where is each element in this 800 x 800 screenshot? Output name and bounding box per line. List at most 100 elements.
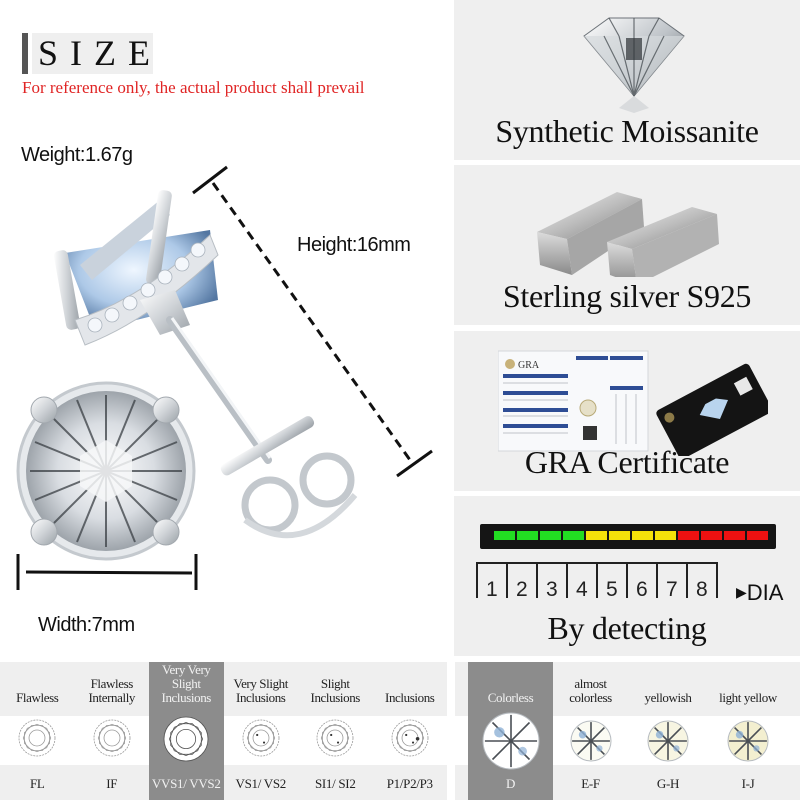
- play-triangle-icon: ▶: [736, 584, 747, 600]
- clarity-grade-column: Very Slight Inclusions VS1/ VS2: [224, 662, 299, 800]
- silver-bars-image: [537, 192, 719, 277]
- earring-side-view: [53, 190, 358, 539]
- reference-disclaimer: For reference only, the actual product s…: [22, 78, 365, 97]
- color-grade-label: yellowish: [644, 690, 692, 705]
- diamond-image: [583, 17, 685, 113]
- clarity-diagram-icon: [163, 716, 209, 767]
- feature-panel-moissanite: Synthetic Moissanite: [454, 0, 800, 160]
- clarity-grade-label: Slight Inclusions: [310, 676, 361, 705]
- scale-cell: 7: [656, 562, 686, 601]
- clarity-grade-label: Very Slight Inclusions: [233, 676, 289, 705]
- clarity-diagram-icon: [242, 719, 280, 762]
- clarity-icon-strip: [0, 716, 447, 765]
- scale-cell: 3: [536, 562, 566, 601]
- tester-segment: [724, 531, 745, 540]
- clarity-diagram-icon: [391, 719, 429, 762]
- gra-certificate-image: GRA: [498, 350, 768, 456]
- clarity-grade-code: SI1/ SI2: [314, 776, 356, 791]
- feature-panel-certificate: GRA GRA Certificate: [454, 331, 800, 491]
- color-grade-code: I-J: [741, 776, 755, 791]
- tester-segment: [517, 531, 538, 540]
- color-grade-column: almost colorless E-F: [553, 662, 628, 800]
- tester-segment: [609, 531, 630, 540]
- clarity-grade-column: Very Very Slight Inclusions VVS1/ VVS2: [149, 662, 224, 800]
- clarity-grade-label: Flawless: [16, 690, 59, 705]
- width-label: Width:7mm: [38, 614, 135, 636]
- diamond-color-icon: [482, 712, 540, 775]
- tester-segment: [701, 531, 722, 540]
- tester-segment: [494, 531, 515, 540]
- scale-cell: 1: [476, 562, 506, 601]
- clarity-grade-code: VS1/ VS2: [235, 776, 287, 791]
- panel-title: GRA Certificate: [524, 444, 730, 480]
- scale-number: 2: [516, 578, 528, 601]
- height-label: Height:16mm: [297, 234, 411, 256]
- scale-cell: 4: [566, 562, 596, 601]
- clarity-grade-label: Very Very Slight Inclusions: [161, 662, 212, 705]
- earring-front-view: [16, 381, 196, 561]
- scale-number: 8: [696, 578, 708, 601]
- clarity-diagram-icon: [18, 719, 56, 762]
- tester-segment: [678, 531, 699, 540]
- scale-cell: 6: [626, 562, 656, 601]
- scale-cell: 2: [506, 562, 536, 601]
- clarity-grade-column: Slight Inclusions SI1/ SI2: [298, 662, 373, 800]
- color-grade-label: almost colorless: [569, 676, 612, 705]
- clarity-grade-label: Inclusions: [385, 690, 435, 705]
- color-grade-code: D: [505, 776, 516, 791]
- clarity-grade-column: Flawless FL: [0, 662, 75, 800]
- tester-segment: [563, 531, 584, 540]
- scale-number: 4: [576, 578, 588, 601]
- tester-segment: [632, 531, 653, 540]
- clarity-diagram-icon: [93, 719, 131, 762]
- height-dimension-line: [192, 165, 433, 478]
- weight-label: Weight:1.67g: [21, 144, 133, 166]
- clarity-grade-column: Inclusions P1/P2/P3: [373, 662, 448, 800]
- panel-title: Synthetic Moissanite: [495, 113, 759, 149]
- color-grade-column: light yellow I-J: [708, 662, 788, 800]
- size-title-accent-bar: [22, 33, 28, 74]
- clarity-grade-code: VVS1/ VVS2: [151, 776, 221, 791]
- scale-number: 3: [546, 578, 558, 601]
- scale-cell: 5: [596, 562, 626, 601]
- svg-text:GRA: GRA: [518, 360, 540, 371]
- clarity-grade-code: FL: [29, 776, 45, 791]
- color-grade-code: G-H: [656, 776, 680, 791]
- clarity-grade-column: Flawless Internally IF: [75, 662, 150, 800]
- tester-segment: [540, 531, 561, 540]
- tester-segment: [747, 531, 768, 540]
- clarity-diagram-icon: [316, 719, 354, 762]
- panel-title: Sterling silver S925: [502, 278, 752, 314]
- width-dimension-line: [16, 554, 198, 590]
- scale-end-tick: [716, 562, 718, 598]
- scale-number: 6: [636, 578, 648, 601]
- tester-segment: [655, 531, 676, 540]
- clarity-grade-code: P1/P2/P3: [386, 776, 433, 791]
- diamond-color-icon: [570, 720, 612, 767]
- diamond-color-icon: [647, 720, 689, 767]
- scale-number: 7: [666, 578, 678, 601]
- diamond-tester-image: [480, 524, 776, 549]
- scale-number: 5: [606, 578, 618, 601]
- scale-number: 1: [486, 578, 498, 601]
- dia-indicator: ▶DIA: [736, 580, 783, 606]
- color-grade-code: E-F: [581, 776, 600, 791]
- color-grade-column: yellowish G-H: [628, 662, 708, 800]
- color-grade-label: light yellow: [719, 690, 777, 705]
- panel-title: By detecting: [547, 610, 707, 646]
- size-title: SIZE: [32, 33, 153, 74]
- feature-panel-silver: Sterling silver S925: [454, 165, 800, 325]
- color-grade-column: Colorless D: [468, 662, 553, 800]
- clarity-grade-code: IF: [106, 776, 118, 791]
- scale-cell: 8: [686, 562, 716, 601]
- clarity-grade-label: Flawless Internally: [88, 676, 136, 705]
- color-grade-label: Colorless: [487, 690, 534, 705]
- earring-product-image: [16, 165, 433, 590]
- tester-segment: [586, 531, 607, 540]
- dia-label: DIA: [746, 580, 784, 605]
- diamond-color-icon: [727, 720, 769, 767]
